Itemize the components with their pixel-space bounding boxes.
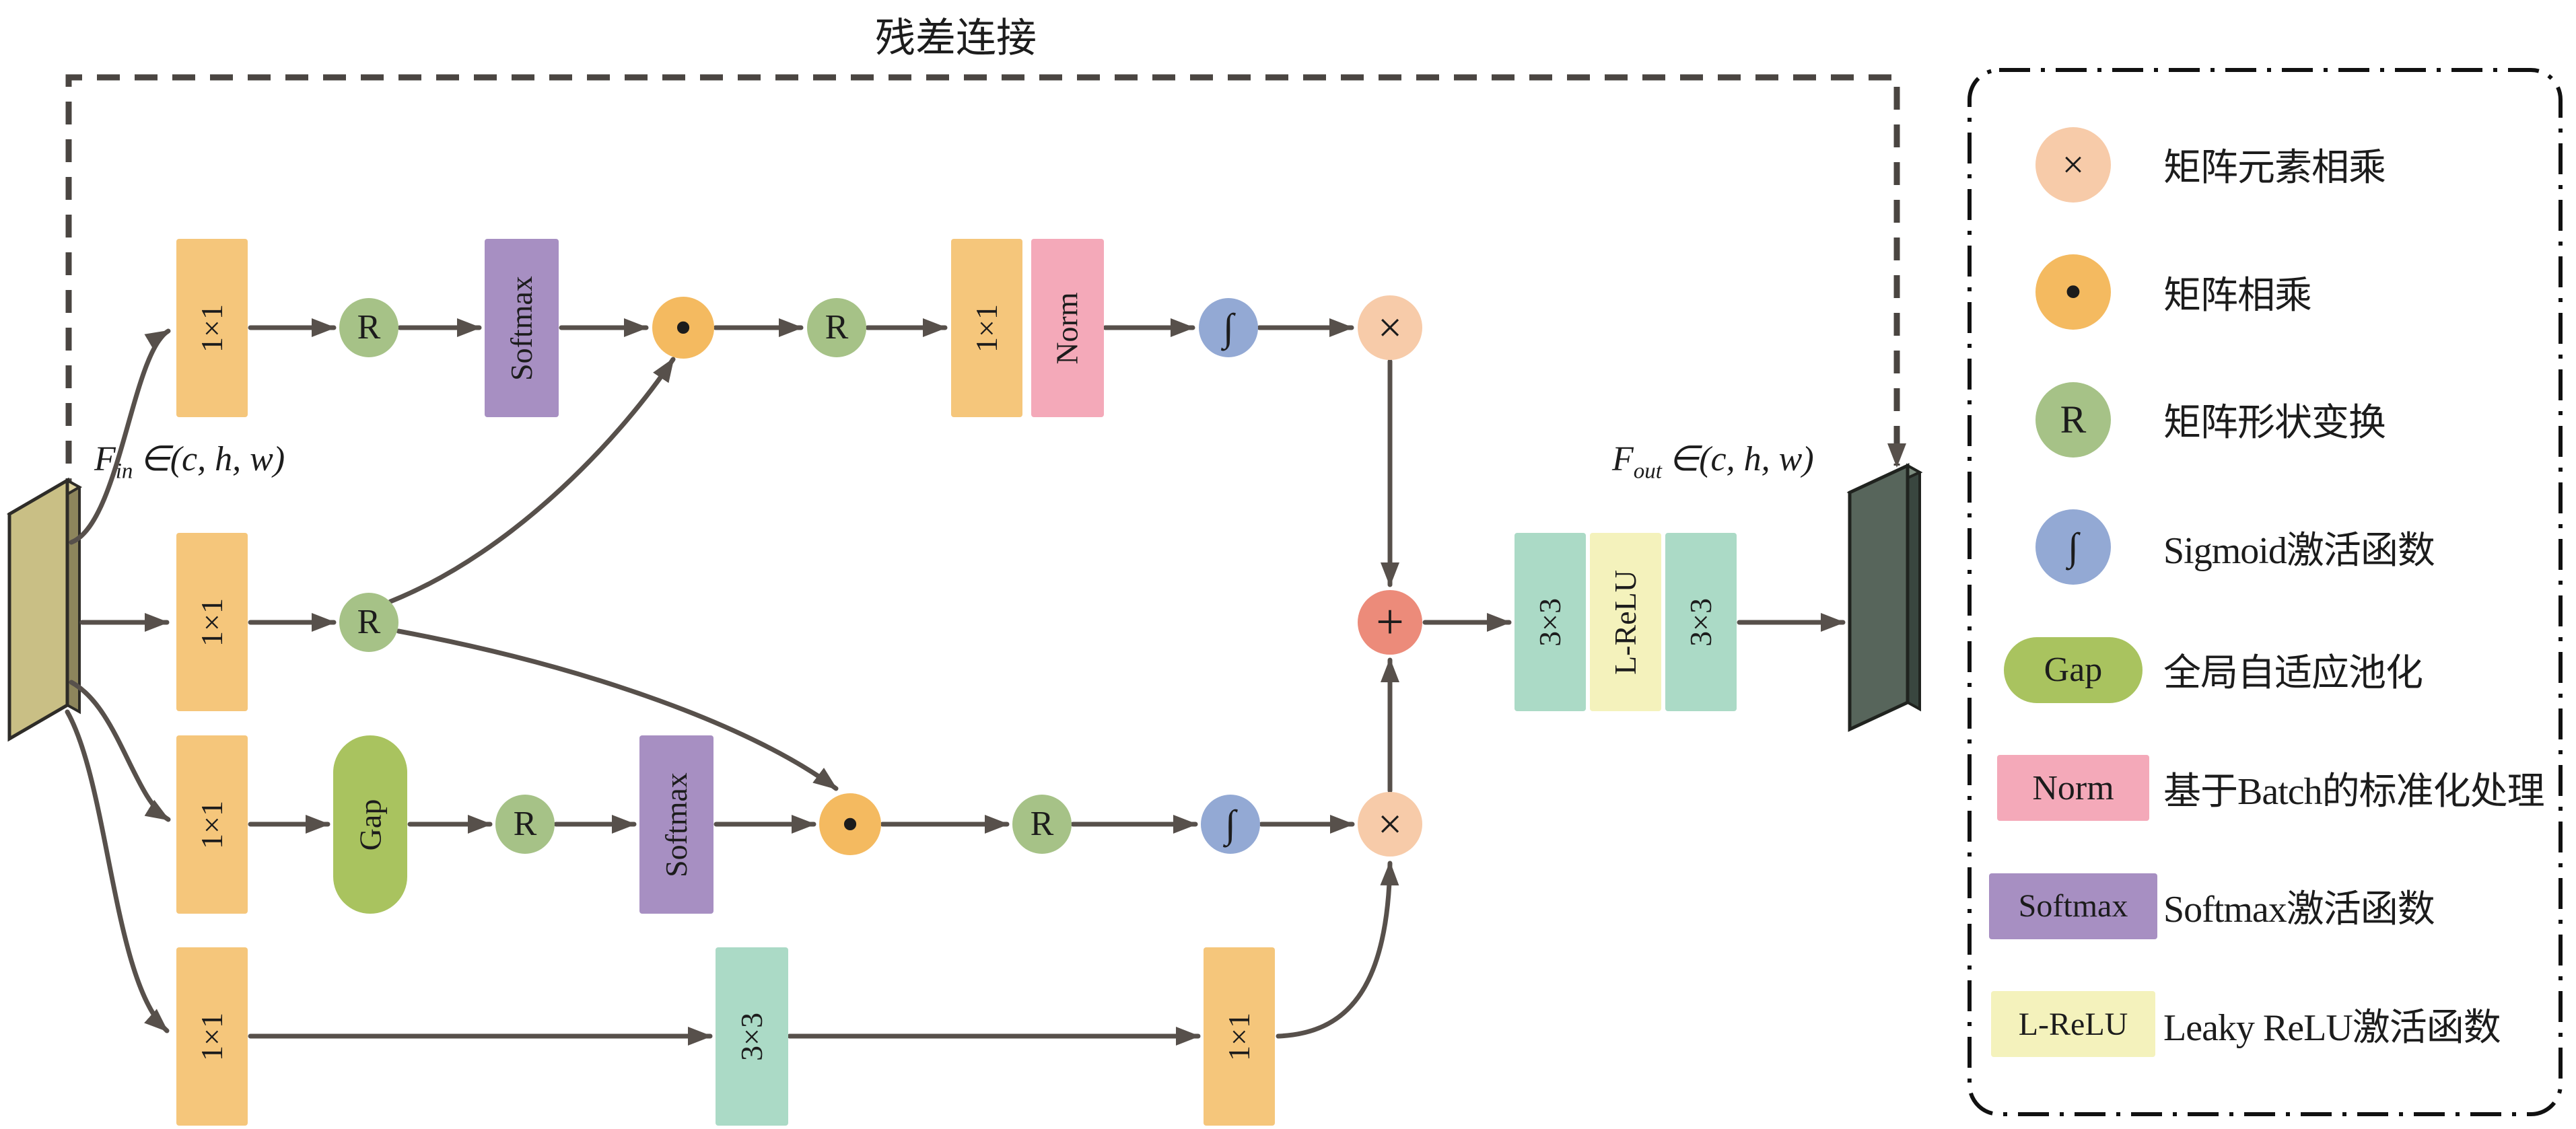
matmul-label: · (670, 286, 696, 369)
reshape-label: R (357, 603, 381, 641)
reshape-circle: R (1012, 795, 1072, 854)
sigmoid-icon: ∫ (2035, 509, 2111, 585)
conv3x3-label: 3×3 (1683, 597, 1718, 647)
residual-connection-label: 残差连接 (875, 16, 1037, 61)
fout-shape: ∈(c, h, w) (1668, 440, 1814, 478)
multiply-label: × (1377, 303, 1403, 351)
input-tensor-label: Fin∈(c, h, w) (94, 439, 285, 484)
sigmoid-circle: ∫ (1199, 298, 1258, 357)
multiply-circle: × (1358, 295, 1422, 360)
arrow-input-branch1 (69, 328, 171, 545)
legend-label: 矩阵相乘 (2163, 275, 2312, 317)
reshape-icon: R (2035, 381, 2111, 458)
conv3x3-box: 3×3 (716, 947, 788, 1126)
add-label: + (1376, 595, 1404, 650)
legend-label: 矩阵元素相乘 (2163, 147, 2386, 190)
reshape-circle: R (807, 298, 866, 357)
legend: × 矩阵元素相乘 · 矩阵相乘 R 矩阵形状变换 ∫ Sigmoid激活函数 G… (1970, 70, 2561, 1114)
output-tensor-label: Fout∈(c, h, w) (1612, 439, 1814, 484)
add-circle: + (1358, 590, 1422, 655)
input-feature-map (6, 477, 83, 742)
conv3x3-box: 3×3 (1515, 533, 1586, 711)
conv1x1-box: 1×1 (176, 735, 248, 914)
legend-item-gap: Gap 全局自适应池化 (1983, 636, 2550, 703)
conv1x1-label: 1×1 (194, 1012, 229, 1061)
reshape-label: R (513, 805, 537, 843)
multiply-circle: × (1358, 792, 1422, 857)
fin-shape: ∈(c, h, w) (139, 440, 285, 478)
conv1x1-box: 1×1 (951, 239, 1022, 417)
conv1x1-box: 1×1 (176, 947, 248, 1126)
arrow-branch4-to-multiply2 (1276, 861, 1399, 1039)
legend-item-softmax: Softmax Softmax激活函数 (1983, 873, 2550, 939)
matmul-label: · (837, 782, 863, 866)
sigmoid-label: ∫ (1223, 305, 1234, 349)
matmul-icon: · (2035, 253, 2111, 331)
legend-item-multiply: × 矩阵元素相乘 (1983, 126, 2550, 203)
matmul-circle: · (652, 290, 714, 365)
lrelu-box: L-ReLU (1590, 533, 1661, 711)
conv1x1-label: 1×1 (194, 303, 229, 353)
legend-label: Leaky ReLU激活函数 (2163, 1007, 2501, 1049)
legend-label: 基于Batch的标准化处理 (2163, 770, 2545, 813)
reshape-circle: R (339, 593, 398, 652)
fin-sub: in (115, 459, 133, 484)
legend-item-sigmoid: ∫ Sigmoid激活函数 (1983, 509, 2550, 585)
lrelu-label: L-ReLU (1608, 569, 1642, 675)
norm-box: Norm (1031, 239, 1104, 417)
legend-item-norm: Norm 基于Batch的标准化处理 (1983, 755, 2550, 822)
legend-item-matmul: · 矩阵相乘 (1983, 253, 2550, 331)
norm-label: Norm (1049, 291, 1084, 365)
gap-label: Gap (352, 799, 387, 850)
multiply-icon: × (2035, 126, 2111, 203)
arrow-reshape-to-matmul2 (396, 628, 839, 791)
fout-base: F (1612, 440, 1634, 478)
output-feature-map (1846, 463, 1923, 732)
softmax-box: Softmax (639, 735, 713, 914)
sigmoid-label: ∫ (1225, 802, 1236, 846)
conv1x1-box: 1×1 (176, 533, 248, 711)
conv1x1-box: 1×1 (1204, 947, 1275, 1126)
lrelu-icon: L-ReLU (1991, 991, 2155, 1058)
legend-item-reshape: R 矩阵形状变换 (1983, 381, 2550, 458)
softmax-label: Softmax (504, 275, 539, 381)
conv1x1-label: 1×1 (194, 597, 229, 647)
fin-base: F (94, 440, 116, 478)
legend-label: 矩阵形状变换 (2163, 402, 2386, 445)
legend-label: Sigmoid激活函数 (2163, 530, 2435, 572)
legend-label: Softmax激活函数 (2163, 889, 2435, 931)
gap-icon: Gap (2004, 636, 2143, 703)
sigmoid-circle: ∫ (1201, 795, 1260, 854)
softmax-icon: Softmax (1989, 873, 2157, 939)
conv1x1-label: 1×1 (1221, 1012, 1256, 1061)
softmax-label: Softmax (659, 772, 694, 877)
conv1x1-label: 1×1 (969, 303, 1004, 353)
reshape-circle: R (495, 795, 555, 854)
conv1x1-box: 1×1 (176, 239, 248, 417)
arrow-input-branch4 (65, 709, 170, 1033)
conv3x3-label: 3×3 (734, 1012, 769, 1061)
multiply-label: × (1377, 800, 1403, 848)
reshape-label: R (1030, 805, 1054, 843)
conv1x1-label: 1×1 (194, 800, 229, 849)
matmul-circle: · (819, 787, 881, 862)
arrow-input-branch3 (69, 680, 171, 822)
reshape-label: R (825, 308, 849, 347)
conv3x3-label: 3×3 (1532, 597, 1567, 647)
reshape-label: R (357, 308, 381, 347)
reshape-circle: R (339, 298, 398, 357)
fout-sub: out (1633, 459, 1662, 484)
legend-label: 全局自适应池化 (2163, 653, 2423, 695)
legend-item-lrelu: L-ReLU Leaky ReLU激活函数 (1983, 991, 2550, 1058)
norm-icon: Norm (1997, 755, 2149, 822)
softmax-box: Softmax (485, 239, 559, 417)
conv3x3-box: 3×3 (1665, 533, 1737, 711)
gap-pill: Gap (333, 735, 407, 914)
